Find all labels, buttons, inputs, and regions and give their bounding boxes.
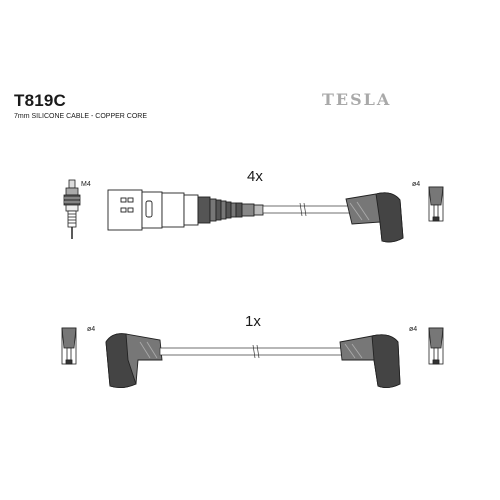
cable-top (262, 202, 354, 217)
diameter-label-top: ø4 (412, 181, 421, 188)
part-number: T819C (14, 91, 67, 110)
terminal-icon-bottom-left (61, 327, 77, 365)
terminal-icon-top (428, 186, 444, 222)
quantity-label-top: 4x (247, 168, 263, 185)
diameter-label-bottom-right: ø4 (409, 326, 418, 333)
quantity-label-bottom: 1x (245, 313, 261, 330)
straight-plug-connector (107, 189, 264, 231)
brand-logo: TESLA (322, 90, 392, 109)
angled-boot-bottom-left (105, 333, 163, 389)
angled-boot-bottom-right (339, 334, 401, 389)
terminal-icon-bottom-right (428, 327, 444, 365)
diameter-label-bottom-left: ø4 (87, 326, 96, 333)
spark-plug-icon (63, 179, 81, 239)
thread-label: M4 (81, 181, 91, 188)
cable-description: 7mm SILICONE CABLE - COPPER CORE (14, 113, 148, 120)
cable-bottom (159, 344, 347, 359)
angled-boot-top (345, 192, 404, 243)
